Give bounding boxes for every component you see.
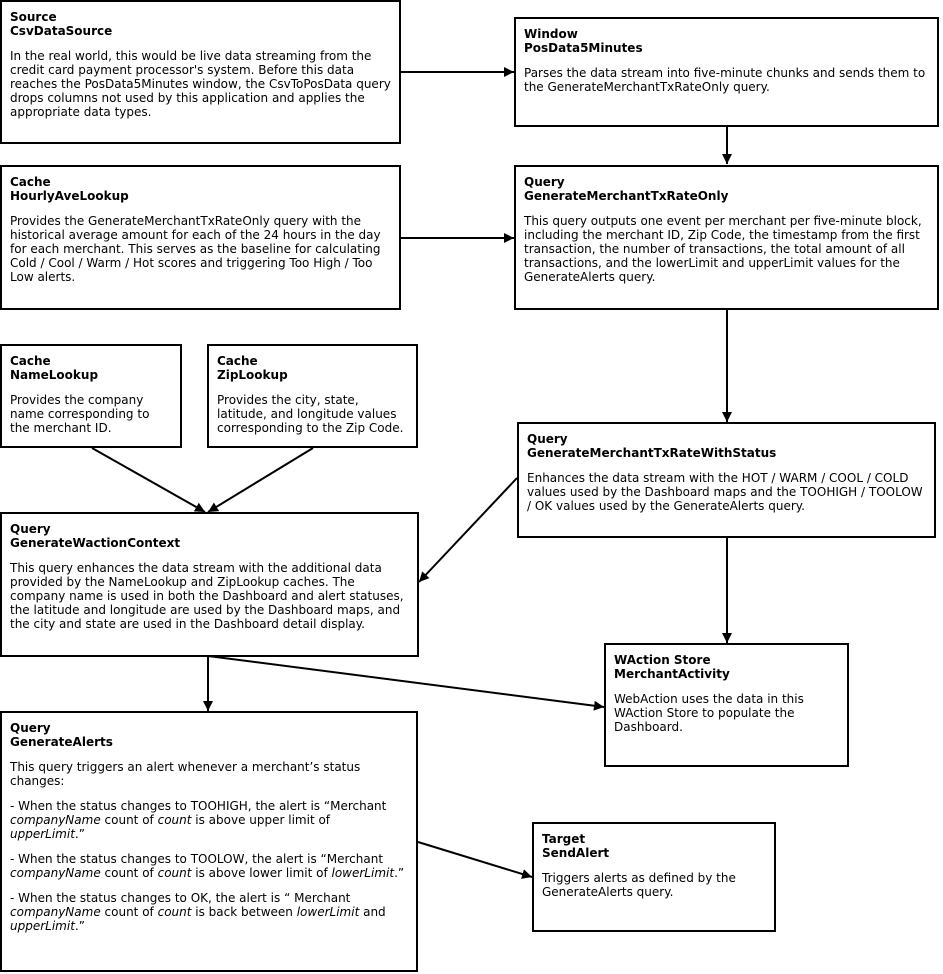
node-description: WebAction uses the data in this WAction …	[614, 692, 804, 734]
alert-text: is above lower limit of	[191, 866, 332, 880]
alert-variable: lowerLimit	[296, 905, 360, 919]
node-pos-data-5-minutes: Window PosData5Minutes Parses the data s…	[514, 17, 939, 127]
node-kind: WAction Store	[614, 653, 711, 667]
alert-text: count of	[100, 813, 158, 827]
alert-text: count of	[100, 905, 158, 919]
node-name: ZipLookup	[217, 368, 288, 382]
node-send-alert: Target SendAlert Triggers alerts as defi…	[532, 822, 776, 932]
node-name: CsvDataSource	[10, 24, 113, 38]
arrow-generatewactioncontext-to-merchantactivity	[207, 655, 605, 711]
node-generate-waction-context: Query GenerateWactionContext This query …	[0, 512, 419, 657]
alert-variable: companyName	[10, 905, 101, 919]
node-description: Provides the company name corresponding …	[10, 393, 150, 435]
node-name: NameLookup	[10, 368, 99, 382]
node-kind: Query	[524, 175, 565, 189]
node-description: Provides the city, state, latitude, and …	[217, 393, 404, 435]
node-generate-merchant-tx-rate-with-status: Query GenerateMerchantTxRateWithStatus E…	[517, 422, 936, 538]
alert-text: is above upper limit of	[191, 813, 331, 827]
node-kind: Cache	[10, 354, 51, 368]
alert-text: count of	[100, 866, 158, 880]
alert-text: .”	[74, 827, 85, 841]
node-name: HourlyAveLookup	[10, 189, 129, 203]
alert-variable: count	[157, 813, 192, 827]
node-kind: Query	[527, 432, 568, 446]
node-description: This query outputs one event per merchan…	[524, 214, 922, 284]
node-name: GenerateMerchantTxRateWithStatus	[527, 446, 777, 460]
node-name-lookup: Cache NameLookup Provides the company na…	[0, 344, 182, 448]
alert-variable: count	[157, 905, 192, 919]
alert-text: .”	[74, 919, 85, 933]
alert-variable: companyName	[10, 813, 101, 827]
node-hourly-ave-lookup: Cache HourlyAveLookup Provides the Gener…	[0, 165, 401, 310]
alert-variable: upperLimit	[10, 919, 75, 933]
alert-text: - When the status changes to TOOHIGH, th…	[10, 799, 387, 813]
alert-text: .”	[394, 866, 405, 880]
node-merchant-activity: WAction Store MerchantActivity WebAction…	[604, 643, 849, 767]
alert-rule-ok: - When the status changes to OK, the ale…	[10, 891, 408, 933]
node-description: This query triggers an alert whenever a …	[10, 760, 408, 933]
node-description: Triggers alerts as defined by the Genera…	[542, 871, 736, 899]
alert-rule-toohigh: - When the status changes to TOOHIGH, th…	[10, 799, 408, 841]
node-generate-merchant-tx-rate-only: Query GenerateMerchantTxRateOnly This qu…	[514, 165, 939, 310]
arrow-generatemerchanttxratewithstatus-to-generatewactioncontext	[418, 477, 518, 583]
alert-variable: lowerLimit	[331, 866, 395, 880]
node-kind: Query	[10, 721, 51, 735]
alert-variable: companyName	[10, 866, 101, 880]
node-kind: Cache	[10, 175, 51, 189]
node-name: GenerateWactionContext	[10, 536, 181, 550]
node-kind: Target	[542, 832, 586, 846]
node-description: Parses the data stream into five-minute …	[524, 66, 926, 94]
node-kind: Window	[524, 27, 578, 41]
node-zip-lookup: Cache ZipLookup Provides the city, state…	[207, 344, 418, 448]
alert-text: - When the status changes to OK, the ale…	[10, 891, 351, 905]
node-description: Provides the GenerateMerchantTxRateOnly …	[10, 214, 381, 284]
alerts-intro: This query triggers an alert whenever a …	[10, 760, 361, 788]
node-csv-data-source: Source CsvDataSource In the real world, …	[0, 0, 401, 144]
node-name: MerchantActivity	[614, 667, 730, 681]
alert-variable: count	[157, 866, 192, 880]
node-name: GenerateAlerts	[10, 735, 113, 749]
node-name: SendAlert	[542, 846, 610, 860]
node-generate-alerts: Query GenerateAlerts This query triggers…	[0, 711, 418, 972]
arrow-namelookup-to-generatewactioncontext	[91, 447, 206, 513]
arrow-generatealerts-to-sendalert	[417, 841, 533, 879]
node-name: PosData5Minutes	[524, 41, 643, 55]
alert-variable: upperLimit	[10, 827, 75, 841]
alert-text: and	[359, 905, 386, 919]
alert-rule-toolow: - When the status changes to TOOLOW, the…	[10, 852, 408, 880]
node-name: GenerateMerchantTxRateOnly	[524, 189, 729, 203]
node-kind: Source	[10, 10, 57, 24]
node-description: In the real world, this would be live da…	[10, 49, 391, 119]
node-kind: Query	[10, 522, 51, 536]
node-description: This query enhances the data stream with…	[10, 561, 404, 631]
node-kind: Cache	[217, 354, 258, 368]
alert-text: - When the status changes to TOOLOW, the…	[10, 852, 384, 866]
alert-text: is back between	[191, 905, 297, 919]
arrow-ziplookup-to-generatewactioncontext	[207, 447, 314, 513]
node-description: Enhances the data stream with the HOT / …	[527, 471, 923, 513]
